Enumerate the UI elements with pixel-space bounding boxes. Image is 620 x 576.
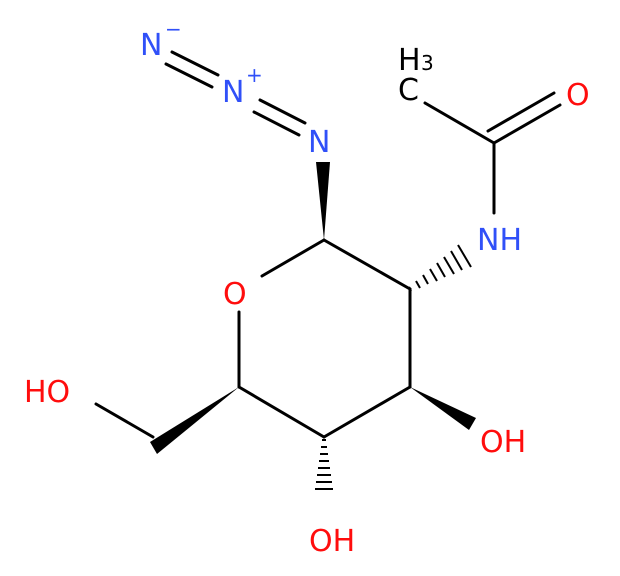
wedge-bond-c1-n bbox=[316, 162, 330, 240]
bond-carbonyl-o-1 bbox=[492, 103, 562, 145]
wedge-bond-c3-oh bbox=[410, 387, 476, 430]
atom-nh: NH bbox=[477, 223, 522, 258]
atom-n-azide: N bbox=[308, 125, 330, 160]
bond-ch2-oh bbox=[94, 402, 155, 439]
atom-carbonyl-o: O bbox=[566, 78, 590, 113]
charge-minus: − bbox=[165, 17, 182, 41]
azide-bonds bbox=[164, 50, 307, 137]
atom-n-terminal: N bbox=[140, 28, 162, 63]
atom-oh-c3: OH bbox=[480, 425, 526, 460]
atom-methyl-h: H bbox=[398, 43, 421, 78]
atom-ring-o: O bbox=[223, 277, 247, 312]
hash-bond-c4-oh bbox=[315, 439, 333, 490]
atom-methyl-sub: 3 bbox=[421, 51, 434, 75]
atom-methyl-c: C bbox=[398, 73, 419, 108]
charge-plus: + bbox=[246, 63, 263, 87]
bond-carbonyl-o-2 bbox=[486, 91, 556, 133]
wedge-bond-c5-ch2 bbox=[150, 387, 239, 454]
atom-oh-c4: OH bbox=[309, 524, 355, 559]
hash-bond-c2-nh bbox=[408, 244, 472, 292]
atom-n-middle: N bbox=[222, 75, 244, 110]
atom-oh-c6: HO bbox=[24, 375, 70, 410]
bond-carbonyl-methyl bbox=[423, 101, 496, 145]
ring-bonds bbox=[237, 238, 412, 439]
